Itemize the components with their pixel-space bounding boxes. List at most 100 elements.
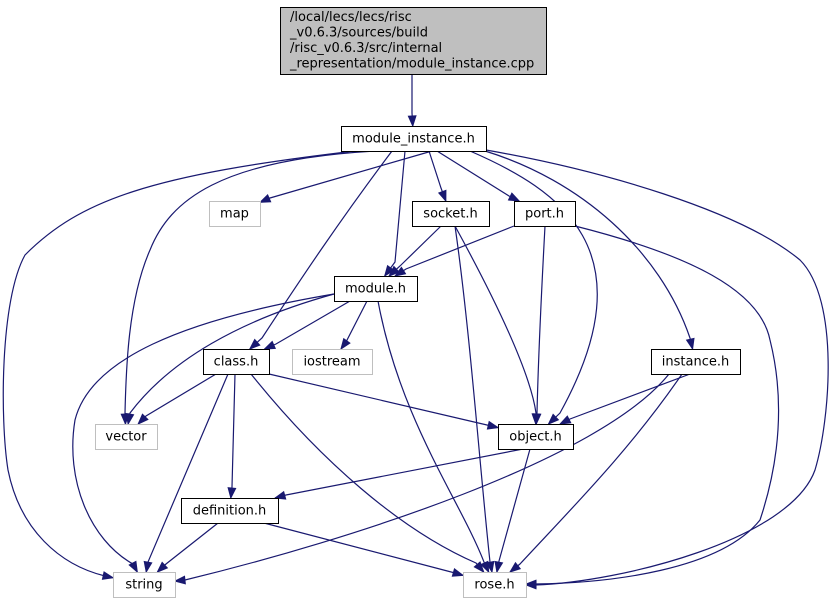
edge-socket_h-to-object_h (454, 225, 537, 425)
arrowhead-module_instance_h-to-socket_h (437, 189, 447, 203)
node-module-instance-h-label-0: module_instance.h (352, 131, 475, 146)
arrowhead-root-to-module_instance_h (407, 115, 417, 128)
node-rose-h-label-0: rose.h (474, 577, 514, 592)
node-iostream: iostream (292, 349, 373, 375)
node-module-instance-h-box (341, 126, 487, 152)
arrowhead-object_h-to-definition_h (273, 490, 287, 500)
node-object-h-box (498, 424, 574, 450)
node-port-h-label-0: port.h (525, 206, 564, 221)
arrowhead-object_h-to-rose_h (494, 560, 504, 574)
node-class-h-box (203, 349, 270, 375)
arrowhead-definition_h-to-string (156, 561, 169, 573)
node-socket-h-label-0: socket.h (423, 206, 477, 221)
node-port-h[interactable]: port.h (514, 201, 576, 227)
arrowhead-module_instance_h-to-class_h (248, 338, 261, 350)
edge-module_h-to-class_h (264, 300, 351, 350)
node-definition-h[interactable]: definition.h (181, 498, 279, 524)
arrowhead-module_h-to-vector (125, 412, 135, 426)
node-iostream-label-0: iostream (303, 354, 360, 369)
edge-module_h-to-vector (127, 293, 335, 425)
node-rose-h: rose.h (463, 572, 527, 598)
node-definition-h-box (181, 498, 279, 524)
edge-module_instance_h-to-module_h (384, 150, 406, 277)
arrowhead-class_h-to-rose_h (473, 561, 485, 574)
edge-class_h-to-string (145, 373, 229, 573)
arrowhead-port_h-to-rose_h (524, 579, 537, 589)
node-definition-h-label-0: definition.h (193, 503, 267, 518)
edge-port_h-to-rose_h (525, 225, 780, 585)
arrowhead-module_instance_h-to-port_h (507, 192, 521, 202)
node-map-box (209, 201, 261, 227)
node-object-h[interactable]: object.h (498, 424, 574, 450)
arrowhead-port_h-to-object_h (532, 413, 542, 426)
edge-module_instance_h-to-instance_h (484, 150, 694, 350)
arrowhead-instance_h-to-rose_h (508, 561, 522, 573)
node-map-label-0: map (220, 206, 249, 221)
edge-class_h-to-rose_h (250, 373, 485, 573)
edges-layer (2, 74, 829, 590)
node-instance-h-label-0: instance.h (662, 354, 729, 369)
edge-port_h-to-module_h (394, 225, 515, 277)
edge-port_h-to-object_h (535, 225, 546, 425)
node-root-label-3: _representation/module_instance.cpp (289, 57, 534, 72)
node-root-label-2: /risc_v0.6.3/src/internal (290, 41, 442, 56)
node-iostream-box (292, 349, 373, 375)
node-port-h-box (514, 201, 576, 227)
edge-socket_h-to-module_h (388, 225, 442, 277)
node-module-h-box (334, 276, 418, 302)
node-vector: vector (95, 424, 158, 450)
arrowhead-module_instance_h-to-module_h (383, 264, 395, 278)
node-class-h[interactable]: class.h (203, 349, 270, 375)
node-object-h-label-0: object.h (509, 429, 561, 444)
edge-definition_h-to-rose_h (263, 522, 464, 576)
edge-definition_h-to-string (156, 522, 219, 573)
node-module-h-label-0: module.h (345, 281, 406, 296)
arrowhead-module_instance_h-to-string (101, 571, 115, 580)
arrowhead-module_h-to-iostream (340, 337, 351, 351)
nodes-layer: /local/lecs/lecs/risc_v0.6.3/sources/bui… (95, 7, 741, 598)
node-class-h-label-0: class.h (214, 354, 259, 369)
edge-module_instance_h-to-rose_h (485, 149, 829, 586)
edge-module_instance_h-to-object_h (469, 150, 598, 425)
node-root-label-1: _v0.6.3/sources/build (289, 26, 428, 41)
node-string-box (113, 572, 176, 598)
edge-module_instance_h-to-vector (124, 150, 376, 425)
node-socket-h[interactable]: socket.h (412, 201, 490, 227)
edge-class_h-to-vector (137, 373, 217, 425)
arrowhead-definition_h-to-rose_h (451, 568, 465, 577)
edge-module_instance_h-to-map (259, 150, 433, 203)
edge-module_instance_h-to-string (2, 150, 356, 579)
node-string-label-0: string (125, 577, 162, 592)
arrowhead-module_instance_h-to-object_h (547, 413, 560, 425)
arrowhead-socket_h-to-module_h (388, 265, 400, 277)
edge-class_h-to-definition_h (230, 373, 236, 499)
edge-object_h-to-rose_h (496, 448, 531, 573)
node-rose-h-box (463, 572, 527, 598)
node-root[interactable]: /local/lecs/lecs/risc_v0.6.3/sources/bui… (280, 7, 547, 75)
arrowhead-module_h-to-rose_h (480, 560, 490, 574)
node-instance-h[interactable]: instance.h (651, 349, 741, 375)
node-module-instance-h[interactable]: module_instance.h (341, 126, 487, 152)
node-root-label-0: /local/lecs/lecs/risc (290, 10, 412, 25)
arrowhead-class_h-to-definition_h (227, 487, 237, 500)
node-string: string (113, 572, 176, 598)
edge-module_h-to-rose_h (377, 300, 490, 573)
node-instance-h-box (651, 349, 741, 375)
arrowhead-module_instance_h-to-instance_h (685, 337, 695, 351)
node-socket-h-box (412, 201, 490, 227)
arrowhead-class_h-to-object_h (486, 420, 500, 430)
node-module-h[interactable]: module.h (334, 276, 418, 302)
node-vector-label-0: vector (105, 429, 147, 444)
edge-instance_h-to-rose_h (509, 373, 683, 573)
edge-instance_h-to-string (174, 373, 670, 582)
edge-object_h-to-definition_h (274, 448, 524, 499)
arrowhead-module_instance_h-to-map (258, 194, 272, 203)
arrowhead-port_h-to-module_h (393, 266, 407, 277)
edge-module_h-to-string (72, 293, 335, 573)
arrowhead-instance_h-to-string (173, 575, 186, 585)
edge-socket_h-to-rose_h (454, 225, 493, 573)
arrowhead-class_h-to-vector (137, 413, 149, 426)
node-map: map (209, 201, 261, 227)
node-root-box (280, 7, 547, 75)
